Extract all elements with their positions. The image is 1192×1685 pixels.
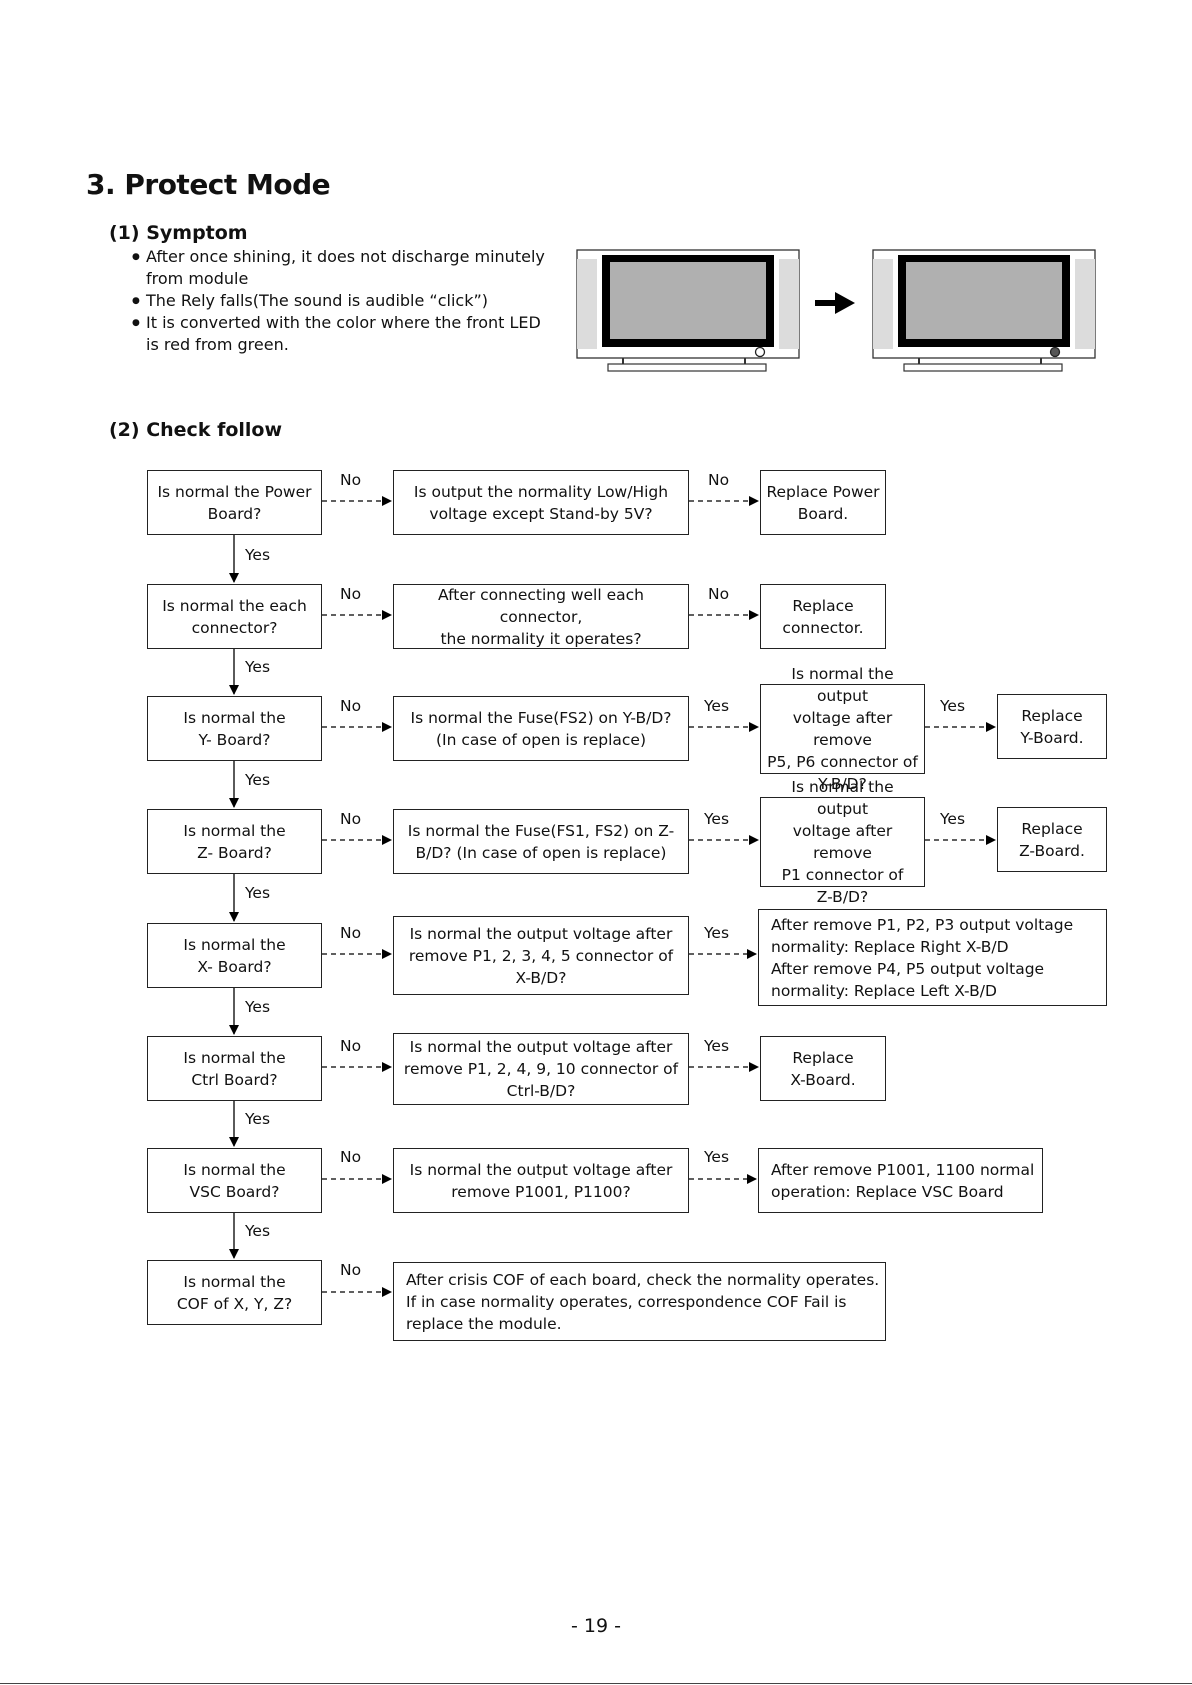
label-yes: Yes	[940, 810, 966, 828]
page-bottom-rule	[0, 1683, 1192, 1684]
label-no: No	[340, 1037, 362, 1055]
label-yes: Yes	[704, 1148, 730, 1166]
label-yes: Yes	[245, 546, 271, 564]
tv-led-red-icon	[872, 249, 1096, 372]
label-no: No	[340, 810, 362, 828]
tv-led-green-icon	[576, 249, 800, 372]
label-yes: Yes	[704, 810, 730, 828]
label-yes: Yes	[245, 1222, 271, 1240]
check-heading: (2) Check follow	[109, 419, 283, 441]
page-number: - 19 -	[571, 1615, 621, 1637]
arrow-right-icon	[815, 292, 855, 314]
label-no: No	[340, 585, 362, 603]
mid-cof-crisis: After crisis COF of each board, check th…	[393, 1262, 886, 1341]
symptom-bullet: After once shining, it does not discharg…	[130, 246, 550, 290]
label-yes: Yes	[245, 998, 271, 1016]
label-no: No	[340, 924, 362, 942]
label-yes: Yes	[704, 697, 730, 715]
symptom-bullet: It is converted with the color where the…	[130, 312, 550, 356]
label-no: No	[340, 1261, 362, 1279]
mid-connector-operates: After connecting well each connector,the…	[393, 584, 689, 649]
symptom-bullet: The Rely falls(The sound is audible “cli…	[130, 290, 550, 312]
mid-fuse-y: Is normal the Fuse(FS2) on Y-B/D?(In cas…	[393, 696, 689, 761]
label-yes: Yes	[704, 924, 730, 942]
label-yes: Yes	[245, 1110, 271, 1128]
mid-fuse-z: Is normal the Fuse(FS1, FS2) on Z-B/D? (…	[393, 809, 689, 874]
label-yes: Yes	[245, 658, 271, 676]
symptom-list: After once shining, it does not discharg…	[130, 246, 550, 356]
symptom-heading: (1) Symptom	[109, 222, 248, 244]
label-no: No	[708, 471, 730, 489]
label-no: No	[708, 585, 730, 603]
label-no: No	[340, 697, 362, 715]
label-yes: Yes	[245, 771, 271, 789]
label-yes: Yes	[940, 697, 966, 715]
label-yes: Yes	[704, 1037, 730, 1055]
page-title: 3. Protect Mode	[86, 168, 331, 201]
label-no: No	[340, 471, 362, 489]
label-no: No	[340, 1148, 362, 1166]
label-yes: Yes	[245, 884, 271, 902]
